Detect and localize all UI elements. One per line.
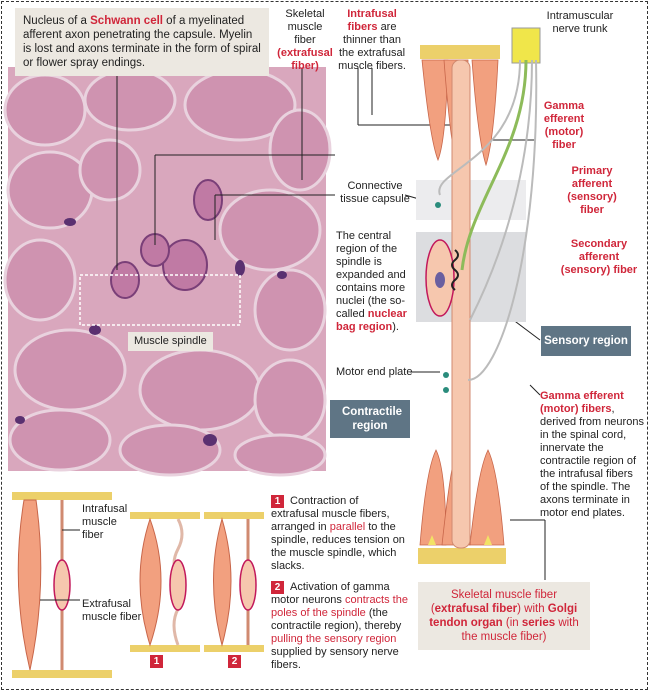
slack-diagrams — [12, 492, 264, 678]
text: are thinner than the extrafusal muscle f… — [338, 21, 406, 72]
extrafusal-small-label: Extrafusal muscle fiber — [82, 598, 142, 623]
central-region-label: The central region of the spindle is exp… — [336, 230, 424, 334]
text: supplied by sensory nerve fibers. — [271, 646, 399, 671]
schwann-cell-term: Schwann cell — [90, 15, 163, 27]
text: with the muscle fiber) — [461, 617, 579, 643]
text: (in — [502, 617, 522, 629]
term: extrafusal fiber — [434, 603, 518, 615]
panel-2-badge: 2 — [228, 655, 241, 668]
extrafusal-term: (extrafusal fiber) — [277, 47, 333, 72]
intrafusal-term: Intrafusal fibers — [347, 8, 397, 33]
text: Activation of gamma motor neurons — [271, 581, 390, 606]
term: parallel — [329, 521, 366, 533]
text: , derived from neurons in the spinal cor… — [540, 403, 644, 519]
text: ) with — [517, 603, 548, 615]
panel-1-badge: 1 — [150, 655, 163, 668]
nerve-trunk-label: Intramuscular nerve trunk — [546, 10, 614, 35]
text: Nucleus of a — [23, 15, 91, 27]
text: of a myelinated afferent axon penetratin… — [23, 15, 261, 69]
text: The central region of the spindle is exp… — [336, 230, 406, 320]
sensory-region-label: Sensory region — [541, 326, 631, 356]
capsule-label: Connective tissue capsule — [340, 180, 410, 205]
motor-end-plate-label: Motor end plate — [336, 366, 413, 378]
term: contracts the poles of the spindle — [271, 594, 408, 619]
schwann-cell-callout: Nucleus of a Schwann cell of a myelinate… — [15, 8, 269, 76]
term: pulling the sensory region — [271, 633, 397, 645]
step-2-badge: 2 — [271, 581, 284, 594]
term: Golgi tendon organ — [429, 603, 578, 629]
intrafusal-label: Intrafusal fibers are thinner than the e… — [334, 8, 410, 73]
term: series — [521, 617, 556, 629]
nuclear-bag-term: nuclear bag region — [336, 308, 407, 333]
text: to the spindle, reduces tension on the m… — [271, 521, 405, 572]
muscle-spindle-diagram — [416, 27, 541, 564]
primary-afferent-label: Primary afferent (sensory) fiber — [567, 165, 617, 216]
histology-micrograph — [3, 62, 546, 580]
text: Skeletal muscle fiber — [285, 8, 325, 46]
step-1-badge: 1 — [271, 495, 284, 508]
text: ). — [392, 321, 399, 333]
skeletal-fiber-label: Skeletal muscle fiber (extrafusal fiber) — [276, 8, 334, 73]
contractile-region-label: Contractile region — [330, 400, 410, 438]
text: Skeletal muscle fiber ( — [430, 589, 558, 615]
text: (the contractile region), thereby — [271, 607, 402, 632]
text: Contraction of extrafusal muscle fibers,… — [271, 495, 390, 533]
gamma-fiber-label: Gamma efferent (motor) fiber — [543, 100, 585, 151]
muscle-spindle-label: Muscle spindle — [128, 332, 213, 351]
secondary-afferent-label: Secondary afferent (sensory) fiber — [560, 238, 638, 276]
golgi-callout: Skeletal muscle fiber (extrafusal fiber)… — [418, 582, 590, 650]
gamma-term: Gamma efferent (motor) fibers — [540, 390, 624, 415]
intrafusal-small-label: Intrafusal muscle fiber — [82, 503, 128, 541]
gamma-efferent-description: Gamma efferent (motor) fibers, derived f… — [540, 390, 645, 520]
